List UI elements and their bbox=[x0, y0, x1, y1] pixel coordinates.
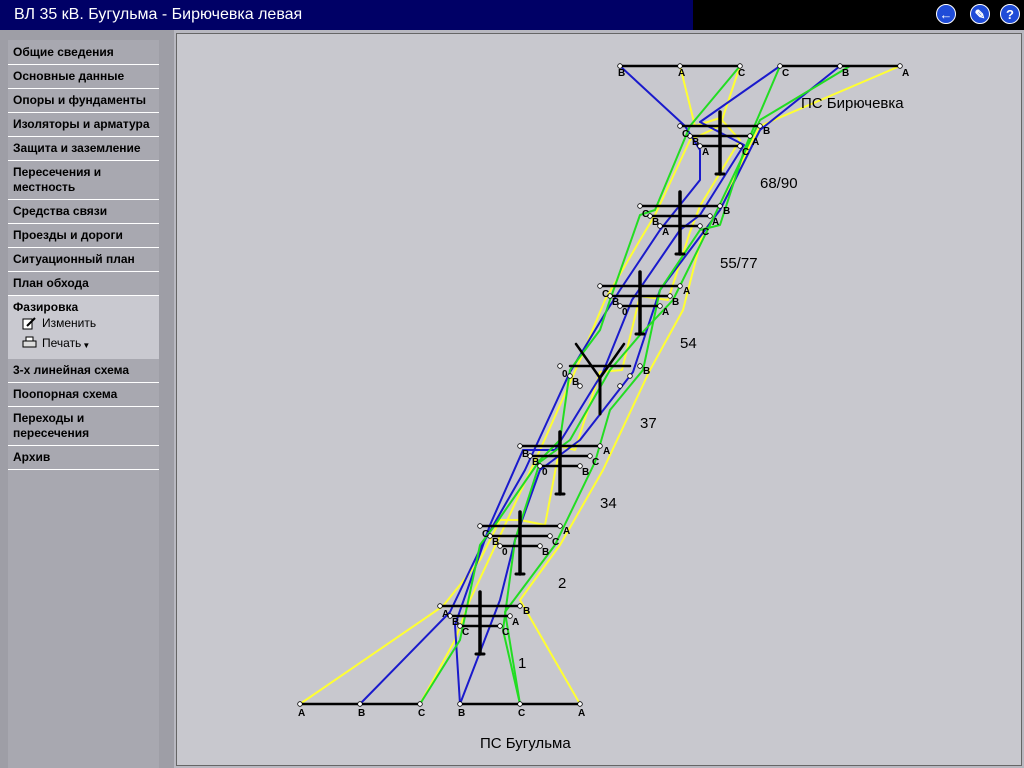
substation-bottom-label: ПС Бугульма bbox=[480, 735, 571, 752]
title-bar-right bbox=[693, 0, 1024, 30]
tower-label-4: 37 bbox=[640, 415, 657, 432]
svg-text:A: A bbox=[902, 68, 909, 79]
help-button[interactable]: ? bbox=[1000, 4, 1020, 24]
svg-text:B: B bbox=[523, 606, 530, 617]
svg-text:0: 0 bbox=[502, 547, 508, 558]
svg-text:C: C bbox=[462, 627, 469, 638]
svg-text:0: 0 bbox=[622, 307, 628, 318]
svg-text:B: B bbox=[458, 708, 465, 719]
nav-insulators[interactable]: Изоляторы и арматура bbox=[8, 113, 159, 137]
svg-text:C: C bbox=[742, 147, 749, 158]
svg-text:B: B bbox=[652, 217, 659, 228]
tower-label-7: 1 bbox=[518, 655, 526, 672]
nav-3line-scheme[interactable]: 3-х линейная схема bbox=[8, 359, 159, 383]
svg-text:C: C bbox=[782, 68, 789, 79]
help-icon: ? bbox=[1006, 7, 1014, 22]
nav-general-info[interactable]: Общие сведения bbox=[8, 41, 159, 65]
svg-text:C: C bbox=[738, 68, 745, 79]
svg-text:A: A bbox=[678, 68, 685, 79]
tower-label-1: 68/90 bbox=[760, 175, 798, 192]
svg-text:B: B bbox=[842, 68, 849, 79]
nav-per-support-scheme[interactable]: Поопорная схема bbox=[8, 383, 159, 407]
nav-phasing-active[interactable]: Фазировка Изменить Печать ▼ bbox=[8, 296, 159, 360]
tower-label-3: 54 bbox=[680, 335, 697, 352]
svg-text:A: A bbox=[662, 227, 669, 238]
nav-archive[interactable]: Архив bbox=[8, 446, 159, 470]
svg-text:B: B bbox=[522, 449, 529, 460]
svg-text:A: A bbox=[662, 307, 669, 318]
svg-text:A: A bbox=[752, 137, 759, 148]
print-action[interactable]: Печать ▼ bbox=[22, 335, 90, 350]
nav-situation-plan[interactable]: Ситуационный план bbox=[8, 248, 159, 272]
dropdown-arrow-icon: ▼ bbox=[82, 341, 91, 350]
svg-text:B: B bbox=[723, 206, 730, 217]
svg-text:B: B bbox=[643, 366, 650, 377]
nav-communication[interactable]: Средства связи bbox=[8, 200, 159, 224]
printer-icon bbox=[22, 336, 37, 348]
substation-top-label: ПС Бирючевка bbox=[801, 95, 904, 112]
nav-roads[interactable]: Проезды и дороги bbox=[8, 224, 159, 248]
edit-action-label: Изменить bbox=[42, 316, 97, 330]
svg-text:A: A bbox=[512, 617, 519, 628]
edit-action[interactable]: Изменить bbox=[22, 316, 96, 330]
svg-text:B: B bbox=[763, 126, 770, 137]
back-button[interactable]: ← bbox=[936, 4, 956, 24]
edit-doc-icon bbox=[22, 316, 36, 329]
svg-text:B: B bbox=[672, 297, 679, 308]
print-action-label: Печать bbox=[42, 335, 82, 350]
svg-text:B: B bbox=[542, 547, 549, 558]
svg-text:A: A bbox=[578, 708, 585, 719]
svg-text:B: B bbox=[572, 377, 579, 388]
svg-text:A: A bbox=[298, 708, 305, 719]
nav-supports[interactable]: Опоры и фундаменты bbox=[8, 89, 159, 113]
nav-transitions[interactable]: Переходы и пересечения bbox=[8, 407, 159, 446]
window-title: ВЛ 35 кВ. Бугульма - Бирючевка левая bbox=[14, 6, 303, 23]
svg-text:C: C bbox=[482, 529, 489, 540]
nav-crossings-terrain[interactable]: Пересечения и местность bbox=[8, 161, 159, 200]
svg-text:C: C bbox=[502, 627, 509, 638]
nav-protection[interactable]: Защита и заземление bbox=[8, 137, 159, 161]
svg-text:0: 0 bbox=[562, 369, 568, 380]
svg-text:B: B bbox=[618, 68, 625, 79]
edit-icon: ✎ bbox=[974, 7, 986, 22]
phase-nodes bbox=[297, 63, 903, 707]
svg-text:C: C bbox=[702, 227, 709, 238]
svg-text:B: B bbox=[582, 467, 589, 478]
svg-text:C: C bbox=[552, 537, 559, 548]
svg-text:B: B bbox=[612, 297, 619, 308]
svg-text:A: A bbox=[683, 286, 690, 297]
svg-text:C: C bbox=[518, 708, 525, 719]
svg-text:A: A bbox=[603, 446, 610, 457]
svg-text:A: A bbox=[563, 526, 570, 537]
edit-button[interactable]: ✎ bbox=[970, 4, 990, 24]
svg-text:C: C bbox=[602, 289, 609, 300]
svg-text:B: B bbox=[358, 708, 365, 719]
svg-text:C: C bbox=[592, 457, 599, 468]
svg-text:0: 0 bbox=[542, 467, 548, 478]
nav-patrol-plan[interactable]: План обхода bbox=[8, 272, 159, 296]
svg-text:B: B bbox=[692, 137, 699, 148]
svg-text:B: B bbox=[492, 537, 499, 548]
back-arrow-icon: ← bbox=[939, 7, 953, 22]
svg-text:C: C bbox=[418, 708, 425, 719]
nav-main-data[interactable]: Основные данные bbox=[8, 65, 159, 89]
towers bbox=[298, 64, 902, 706]
svg-text:B: B bbox=[452, 617, 459, 628]
svg-text:B: B bbox=[532, 457, 539, 468]
tower-label-2: 55/77 bbox=[720, 255, 758, 272]
svg-text:A: A bbox=[712, 217, 719, 228]
svg-text:A: A bbox=[442, 609, 449, 620]
svg-text:C: C bbox=[682, 129, 689, 140]
svg-text:C: C bbox=[642, 209, 649, 220]
nav-phasing-title: Фазировка bbox=[13, 300, 79, 314]
svg-text:A: A bbox=[702, 147, 709, 158]
tower-label-6: 2 bbox=[558, 575, 566, 592]
title-bar: ВЛ 35 кВ. Бугульма - Бирючевка левая ← ✎… bbox=[0, 0, 1024, 30]
tower-label-5: 34 bbox=[600, 495, 617, 512]
